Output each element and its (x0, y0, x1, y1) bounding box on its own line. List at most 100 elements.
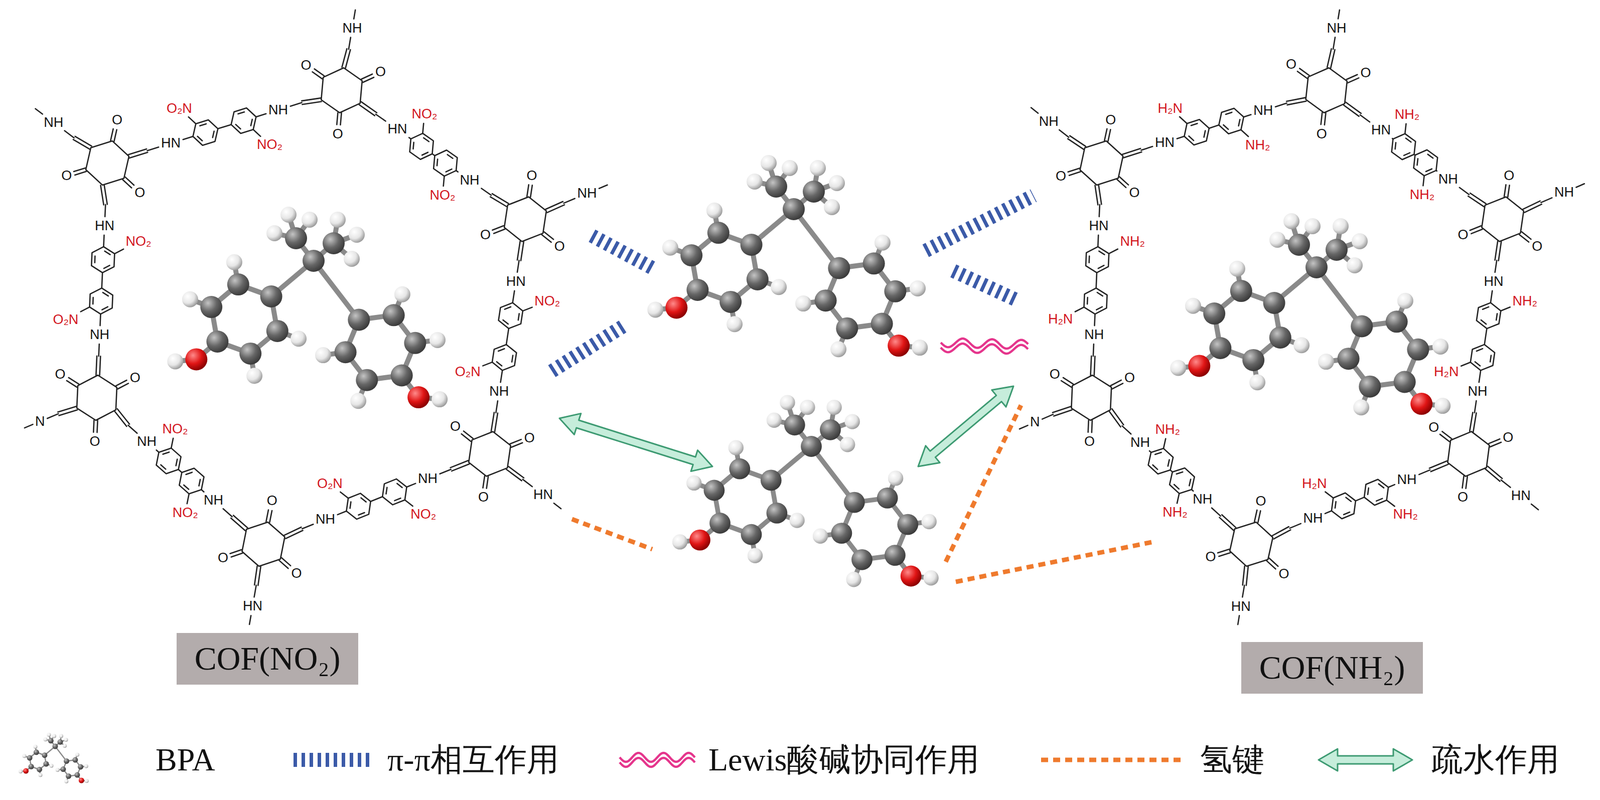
carbon-atom (1203, 302, 1226, 325)
double-bond (73, 168, 86, 172)
substituent-label: NH₂ (1119, 234, 1145, 249)
substituent-bond (1240, 129, 1249, 137)
bond-line (1388, 484, 1395, 488)
bond-line (255, 113, 266, 117)
hydrogen-bond (1041, 758, 1185, 763)
hydrogen-atom (888, 470, 904, 486)
double-bond (302, 101, 322, 105)
hydrogen-atom (799, 399, 815, 415)
carbon-atom (680, 244, 703, 267)
oxygen-atom (900, 565, 922, 588)
atom-label: O (1049, 367, 1061, 382)
aromatic-bond (1427, 154, 1434, 159)
atom-label: O (1084, 434, 1095, 449)
bond-line (1360, 114, 1370, 122)
bond-line (1122, 425, 1132, 434)
double-bond (1094, 356, 1096, 376)
double-bond (93, 420, 94, 433)
double-bond (1090, 356, 1092, 376)
carbon-atom (897, 514, 919, 536)
bond-line (1289, 523, 1301, 529)
atom-label: NH (1302, 511, 1323, 526)
hydrogen-atom (266, 225, 283, 242)
atom-label: NH (1039, 114, 1059, 129)
chain-stub (1338, 10, 1340, 20)
hydrogen-atom (55, 768, 60, 773)
oxygen-atom (78, 778, 85, 784)
substituent-label: NH₂ (1162, 505, 1188, 520)
hydrogen-bond (571, 519, 653, 550)
double-bond (1462, 476, 1465, 489)
aromatic-bond (199, 123, 207, 126)
atom-label: O (332, 127, 344, 141)
carbon-atom (707, 221, 730, 244)
carbon-atom (1393, 371, 1416, 394)
carbon-atom (1242, 349, 1265, 372)
aromatic-bond (1088, 256, 1090, 263)
carbon-atom (1263, 292, 1286, 315)
double-bond (1524, 204, 1542, 213)
aromatic-bond (102, 292, 109, 297)
atom-label: NH (417, 472, 438, 486)
double-bond (1495, 241, 1499, 261)
substituent-label: O₂N (166, 101, 193, 116)
carbon-atom (403, 332, 426, 355)
interaction-lines (551, 195, 1154, 583)
substituent-bond (1500, 307, 1511, 311)
bond-line (223, 508, 233, 517)
aromatic-bond (498, 348, 505, 352)
carbon-atom (284, 227, 308, 250)
substituent-bond (443, 176, 445, 187)
carbon-atom (65, 773, 72, 780)
bond-line (1140, 146, 1153, 151)
substituent-bond (422, 123, 424, 134)
oxygen-atom (407, 386, 430, 409)
double-bond (1286, 97, 1306, 102)
trione-ring (1080, 140, 1124, 186)
aromatic-bond (1367, 488, 1369, 495)
hydrogen-atom (394, 286, 411, 303)
carbon-atom (782, 198, 805, 221)
aromatic-bond (92, 297, 94, 305)
double-bond (1242, 566, 1245, 586)
carbon-atom (1269, 326, 1292, 349)
aromatic-bond (183, 485, 189, 490)
double-bond (530, 185, 533, 198)
double-bond (1122, 148, 1141, 155)
atom-label: N (1030, 415, 1041, 429)
carbon-atom (784, 414, 806, 436)
double-bond (1498, 241, 1502, 261)
atom-label: O (1278, 567, 1290, 581)
atom-label: O (1457, 490, 1469, 505)
aromatic-bond (1403, 153, 1410, 156)
hydrogen-atom (1269, 231, 1286, 248)
bond-line (1191, 489, 1194, 492)
bond-line (506, 328, 509, 345)
aromatic-bond (1482, 307, 1489, 310)
aromatic-bond (1376, 498, 1383, 502)
double-bond (1297, 71, 1307, 79)
atom-label: NH (342, 21, 363, 36)
aromatic-bond (1189, 479, 1191, 487)
chain-stub (1019, 425, 1029, 429)
cof-label-box: COF(NO₂) (176, 633, 359, 685)
hydrogen-atom (348, 226, 365, 243)
benzene-ring (1148, 448, 1174, 475)
substituent-bond (1177, 493, 1180, 504)
bond-line (1094, 314, 1096, 326)
carbon-atom (355, 369, 378, 392)
double-bond (361, 74, 373, 80)
double-bond (269, 510, 272, 523)
double-bond (490, 196, 507, 207)
bond-line (1275, 103, 1287, 107)
carbon-atom (77, 764, 84, 770)
aromatic-bond (1168, 460, 1170, 467)
carbon-atom (347, 309, 370, 332)
atom-label: HN (94, 219, 115, 233)
double-bond (254, 566, 257, 586)
hydrogen-atom (52, 734, 57, 739)
bond-line (183, 136, 194, 140)
aromatic-bond (176, 459, 178, 467)
double-bond (342, 48, 348, 68)
bond-line (337, 511, 347, 515)
